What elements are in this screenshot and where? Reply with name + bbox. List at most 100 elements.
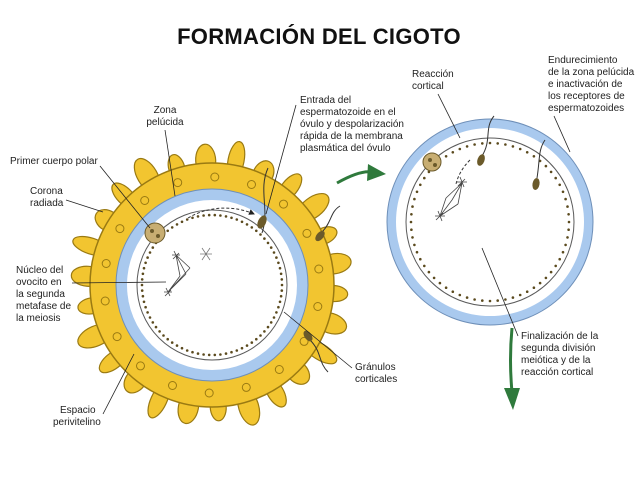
granule <box>144 261 147 265</box>
granule <box>166 229 169 233</box>
granule <box>269 321 273 324</box>
granule <box>518 147 522 151</box>
granule <box>561 250 565 254</box>
label-line: e inactivación de <box>548 79 623 90</box>
corona-nucleus <box>173 178 183 188</box>
granule <box>185 218 189 221</box>
granule <box>488 299 492 303</box>
granule <box>146 311 149 314</box>
label-line: espermatozoide en el <box>300 107 396 118</box>
granule <box>202 353 205 356</box>
granule <box>413 197 416 201</box>
granule <box>554 176 557 180</box>
granule <box>141 272 145 276</box>
label-line: plasmática del óvulo <box>300 143 391 154</box>
oocyte-left <box>70 140 352 426</box>
corona-nucleus <box>274 365 284 374</box>
corona-nucleus <box>279 199 288 209</box>
label-line: Zona <box>154 105 177 116</box>
granule <box>142 300 146 304</box>
sperm-icon <box>455 115 495 185</box>
label-line: meiótica y de la <box>521 355 591 366</box>
granule <box>151 246 155 249</box>
granule <box>245 223 249 226</box>
granule <box>427 170 431 174</box>
granule <box>444 286 448 290</box>
granule <box>213 353 217 357</box>
granule <box>140 283 144 287</box>
granule <box>280 283 284 287</box>
granule <box>254 229 258 233</box>
granule <box>140 278 144 281</box>
ooplasm-membrane <box>405 137 575 307</box>
label-line: la meiosis <box>16 313 60 324</box>
granule <box>549 170 553 174</box>
granule <box>230 350 233 354</box>
corona-nucleus <box>101 259 111 268</box>
granule <box>162 334 165 337</box>
spindle-icon <box>435 176 467 222</box>
granule <box>280 278 284 281</box>
granule <box>423 264 426 268</box>
granule <box>240 346 244 350</box>
granule <box>272 251 276 254</box>
granule <box>180 220 184 224</box>
granule <box>423 176 426 180</box>
granule <box>558 257 561 261</box>
granule <box>280 289 284 292</box>
down-arrow-icon <box>504 327 520 410</box>
granule <box>465 296 469 299</box>
label-line: corticales <box>355 374 397 385</box>
label-espacio-perivitelino: Espacio perivitelino <box>53 353 135 428</box>
granule <box>235 349 239 352</box>
label-primer-cuerpo-polar: Primer cuerpo polar <box>10 156 151 229</box>
granule <box>458 147 462 151</box>
polar-body <box>422 152 442 172</box>
granule <box>549 270 553 274</box>
granule <box>154 325 158 329</box>
granule <box>263 237 266 240</box>
corona-nucleus <box>112 332 122 342</box>
corona-nucleus <box>136 361 145 371</box>
granule <box>151 321 155 324</box>
corona-nucleus <box>299 336 309 346</box>
corona-nucleus <box>140 196 150 205</box>
corona-nucleus <box>100 296 110 306</box>
granule <box>444 155 448 158</box>
granule <box>525 290 529 294</box>
granule <box>278 300 282 304</box>
granule <box>277 305 280 309</box>
granule <box>279 294 283 298</box>
label-granulos-corticales: Gránulos corticales <box>283 311 397 385</box>
granule <box>250 341 254 344</box>
page-title: FORMACIÓN DEL CIGOTO <box>177 24 461 49</box>
granule <box>202 214 205 217</box>
granule <box>277 261 280 265</box>
granule <box>488 141 492 145</box>
granule <box>481 299 484 302</box>
zygote-right <box>386 115 594 326</box>
granule <box>561 190 565 194</box>
granule <box>411 236 414 239</box>
label-line: segunda división <box>521 343 596 354</box>
granule <box>432 276 436 280</box>
label-nucleo-ovocito: Núcleo del ovocito en la segunda metafas… <box>16 265 167 324</box>
granule <box>254 337 258 341</box>
granule <box>538 281 542 285</box>
granule <box>566 205 569 208</box>
corona-nucleus <box>314 264 324 274</box>
granule <box>259 334 262 337</box>
granule <box>481 142 484 145</box>
granule <box>410 228 413 231</box>
granule <box>191 216 194 220</box>
granule <box>544 164 548 168</box>
label-line: la segunda <box>16 289 65 300</box>
granule <box>451 290 455 294</box>
granule <box>263 330 266 333</box>
granule <box>180 346 184 350</box>
granule <box>465 145 469 148</box>
label-line: óvulo y despolarización <box>300 119 404 130</box>
granule <box>175 223 179 226</box>
cortical-granules-released <box>409 141 571 303</box>
label-line: ovocito en <box>16 277 62 288</box>
